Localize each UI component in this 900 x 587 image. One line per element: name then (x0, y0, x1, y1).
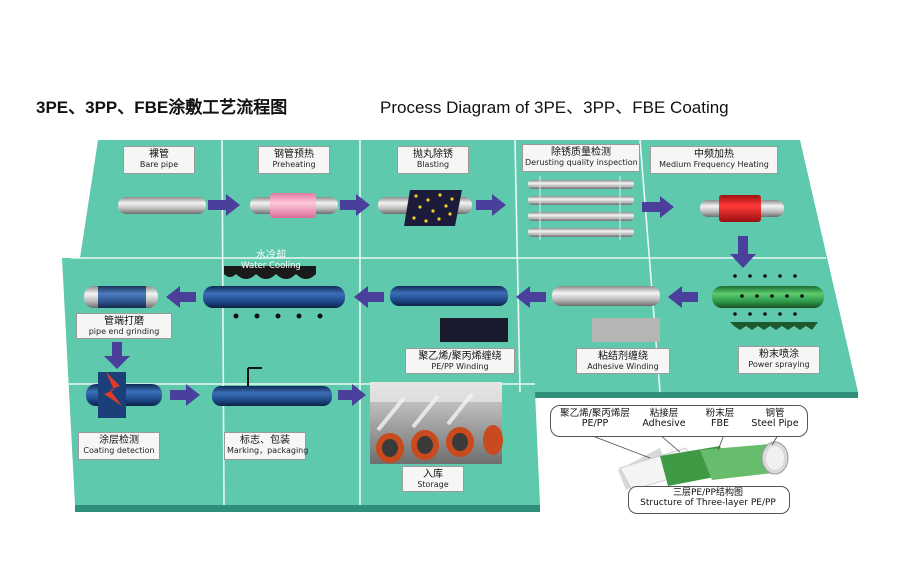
pipe-marking (212, 367, 332, 406)
three-layer-structure (589, 434, 789, 491)
board-edge-right (535, 392, 858, 398)
pipe-end-grinding (84, 286, 158, 308)
pipe-coating-detection (86, 372, 162, 418)
structure-legend-box (550, 405, 808, 437)
pipe-powder-spraying (712, 274, 824, 330)
title-english: Process Diagram of 3PE、3PP、FBE Coating (380, 98, 729, 117)
board-edge (75, 505, 540, 512)
pipe-preheating (250, 193, 338, 218)
storage-photo (370, 382, 503, 464)
flow-arrows-row3 (170, 384, 366, 406)
title-chinese: 3PE、3PP、FBE涂敷工艺流程图 (36, 98, 288, 117)
pipe-pe-winding (390, 286, 508, 342)
pipe-mf-heating (700, 195, 784, 222)
flow-arrows-row2 (104, 286, 698, 369)
pipe-bare (118, 197, 206, 214)
pipe-adhesive-winding (552, 286, 660, 342)
pipe-derusting-inspection (528, 176, 634, 240)
pipe-water-cooling (203, 266, 345, 319)
flow-arrows-row1 (208, 194, 756, 268)
pipe-blasting (378, 190, 472, 226)
structure-caption-box (628, 486, 790, 514)
